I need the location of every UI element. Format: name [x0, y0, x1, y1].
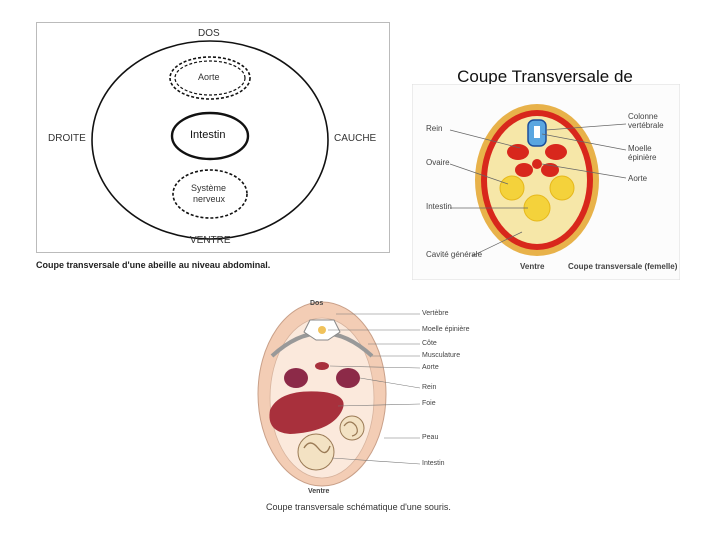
mouse-label-vertebre: Vertèbre	[422, 310, 449, 317]
bee-svg	[36, 22, 390, 253]
mouse-label-rein: Rein	[422, 384, 437, 391]
mouse-kidney-right	[336, 368, 360, 388]
mouse-intestine-main	[297, 433, 335, 471]
bee-label-dos: DOS	[198, 28, 220, 39]
frog-kidney-left-upper	[507, 144, 529, 160]
title-line-1: Coupe Transversale de	[457, 67, 633, 86]
mouse-diagram: Dos Vertèbre Moelle épinière Côte Muscul…	[240, 292, 480, 524]
frog-label-moelle: Moelle épinière	[628, 144, 657, 162]
frog-diagram: Rein Ovaire Intestin Cavité générale Col…	[412, 84, 680, 280]
mouse-label-peau: Peau	[422, 434, 439, 441]
mouse-aorta	[315, 362, 329, 370]
frog-kidney-left-lower	[515, 163, 533, 177]
bee-label-droite: DROITE	[48, 133, 86, 144]
bee-label-cauche: CAUCHE	[334, 133, 377, 144]
bee-frame	[36, 22, 390, 253]
frog-ovary-left	[499, 175, 525, 201]
frog-kidney-right-upper	[545, 144, 567, 160]
frog-kidney-right-lower	[541, 163, 559, 177]
mouse-svg	[257, 301, 421, 487]
mouse-spinal-cord	[318, 326, 326, 334]
bee-organ-nervous-1: Système	[191, 183, 227, 193]
bee-body-outline	[91, 40, 329, 240]
frog-label-cavite: Cavité générale	[426, 250, 483, 259]
frog-aorta	[532, 159, 542, 169]
mouse-label-intestin: Intestin	[422, 460, 445, 467]
bee-intestine	[170, 111, 250, 161]
frog-svg	[412, 84, 680, 280]
mouse-label-foie: Foie	[422, 400, 436, 407]
bee-diagram: DOS VENTRE DROITE CAUCHE Aorte Intestin …	[36, 22, 390, 278]
frog-label-rein: Rein	[426, 124, 443, 133]
mouse-label-musculature: Musculature	[422, 352, 461, 359]
bee-label-ventre: VENTRE	[190, 235, 231, 246]
mouse-kidney-left	[284, 368, 308, 388]
frog-label-colonne: Colonne vertébrale	[628, 112, 664, 130]
frog-label-intestin: Intestin	[426, 202, 452, 211]
bee-aorta-outer	[169, 56, 251, 100]
mouse-label-aorte: Aorte	[422, 364, 439, 371]
mouse-intestine-side	[339, 415, 365, 441]
mouse-caption: Coupe transversale schématique d'une sou…	[266, 502, 451, 512]
mouse-liver	[269, 391, 344, 434]
frog-label-aorte: Aorte	[628, 174, 648, 183]
bee-aorta-inner	[174, 60, 246, 96]
bee-organ-aorta: Aorte	[198, 72, 220, 82]
bee-organ-nervous-2: nerveux	[193, 194, 226, 204]
frog-caption: Coupe transversale (femelle)	[568, 262, 678, 271]
mouse-label-dos: Dos	[310, 300, 324, 307]
frog-label-ventre: Ventre	[520, 262, 545, 271]
frog-label-ovaire: Ovaire	[426, 158, 450, 167]
frog-ovary-right	[549, 175, 575, 201]
bee-organ-intestine: Intestin	[190, 129, 226, 141]
frog-spinal-cord	[534, 126, 540, 138]
bee-caption: Coupe transversale d'une abeille au nive…	[36, 260, 271, 270]
mouse-label-moelle: Moelle épinière	[422, 326, 470, 333]
mouse-label-cote: Côte	[422, 340, 437, 347]
mouse-label-ventre: Ventre	[308, 488, 330, 495]
bee-nervous-system	[172, 169, 248, 219]
